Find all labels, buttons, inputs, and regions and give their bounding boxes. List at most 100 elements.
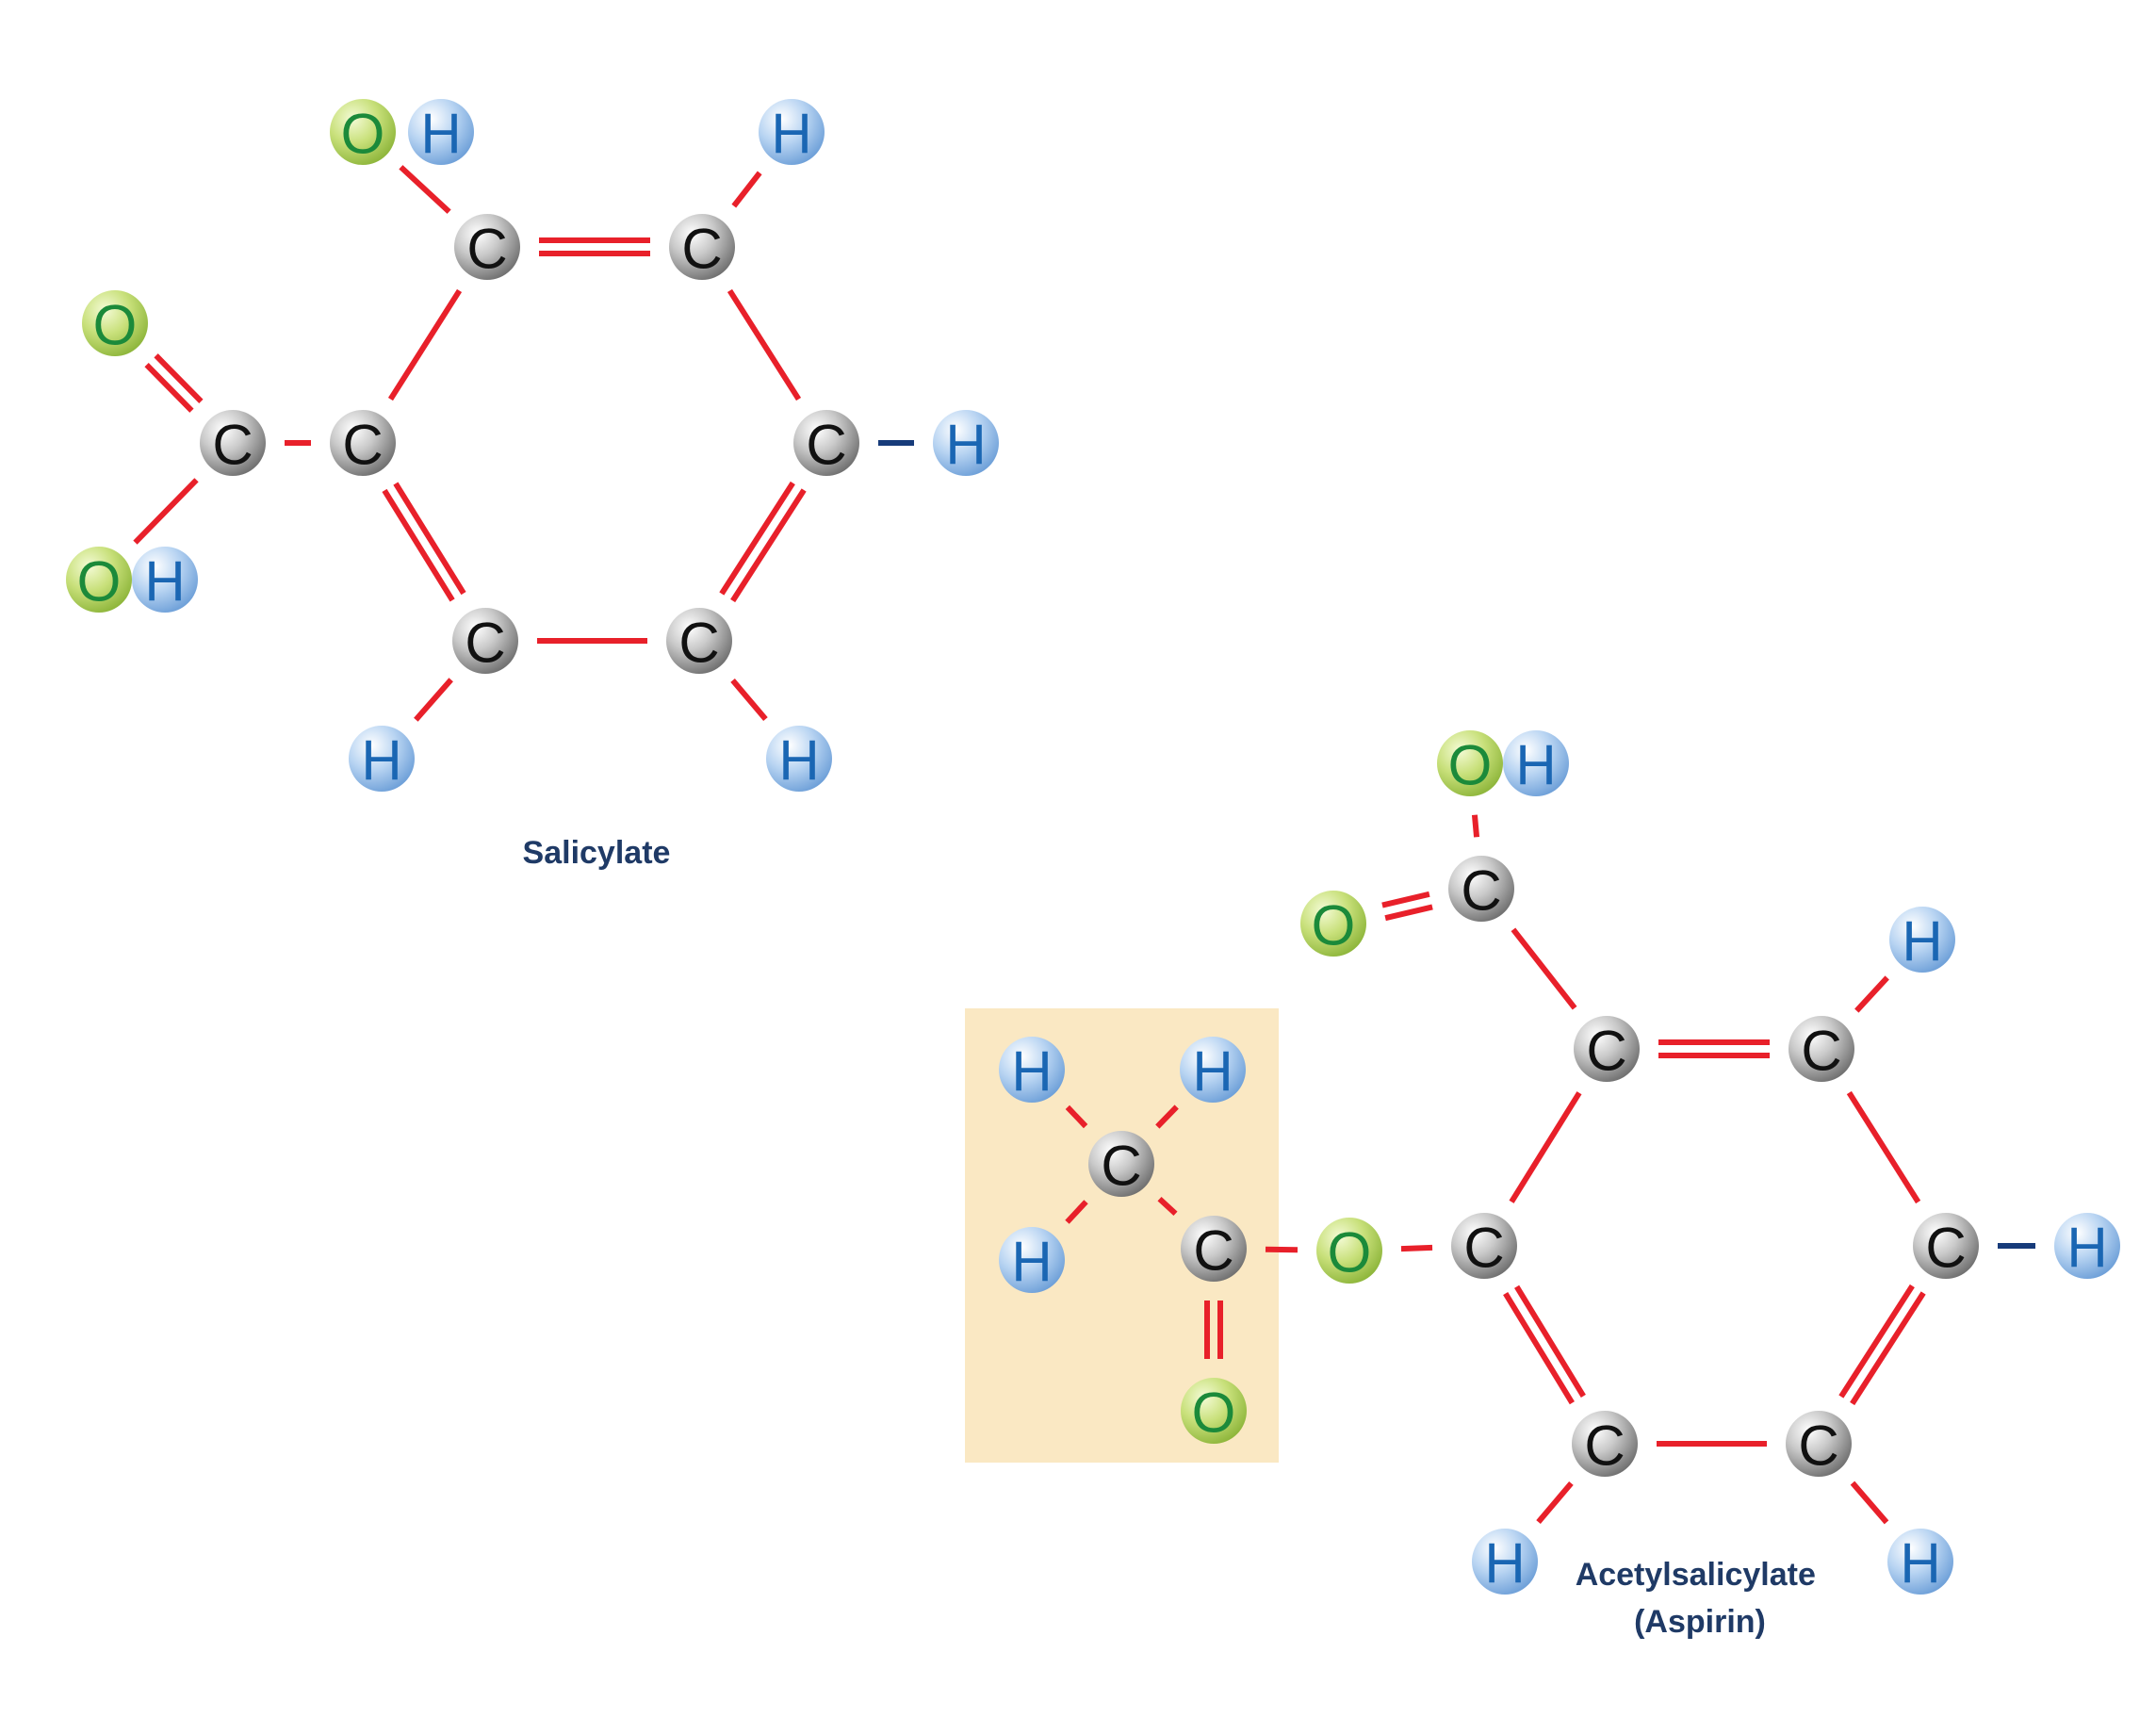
carbon-sphere [200, 410, 266, 476]
salicylate-atom-hydrogen-h5: H [933, 410, 999, 477]
salicylate-atom-hydrogen-h3: H [408, 99, 474, 166]
carbon-label: C [1193, 1219, 1233, 1283]
acetylsalicylate-bond-c5-c6-double-b [1503, 1292, 1575, 1405]
carbon-label: C [465, 612, 505, 675]
oxygen-label: O [1328, 1221, 1372, 1284]
oxygen-label: O [341, 103, 385, 166]
hydrogen-sphere [766, 726, 832, 792]
salicylate-bond-c5-c6-double-a [393, 482, 466, 596]
carbon-sphere [452, 608, 518, 674]
salicylate-bond-cc-o2 [133, 478, 199, 545]
hydrogen-sphere [1180, 1037, 1246, 1103]
acetylsalicylate-bond-c6-oe [1400, 1244, 1433, 1252]
hydrogen-label: H [1902, 910, 1942, 973]
carbon-label: C [1461, 859, 1501, 923]
carbon-label: C [1101, 1135, 1141, 1198]
acetylsalicylate-atom-hydrogen-h7: H [1472, 1529, 1538, 1595]
salicylate-atom-carbon-cc: C [200, 410, 266, 477]
salicylate-atom-carbon-c5: C [452, 608, 518, 675]
acetylsalicylate-bond-cc-o1-double-b [1384, 904, 1433, 922]
salicylate-bond-c3-c4-double-a [719, 481, 795, 596]
acetylsalicylate-bond-cc-o1-double-a [1381, 891, 1430, 908]
acetylsalicylate-atom-carbon-c3: C [1913, 1213, 1979, 1280]
carbon-sphere [330, 410, 396, 476]
salicylate-bond-cc-o1-double-a [154, 353, 204, 403]
carbon-sphere [1451, 1213, 1517, 1279]
aspirin-caption-line-2: (Aspirin) [1634, 1604, 1766, 1640]
oxygen-label: O [93, 294, 138, 357]
hydrogen-sphere [408, 99, 474, 165]
carbon-sphere [793, 410, 859, 476]
acetylsalicylate-atom-oxygen-oa: O [1181, 1378, 1247, 1445]
acetylsalicylate-atom-hydrogen-hm3: H [999, 1227, 1065, 1294]
oxygen-sphere [1181, 1378, 1247, 1444]
carbon-label: C [681, 218, 722, 281]
carbon-sphere [1574, 1016, 1640, 1082]
salicylate-atom-oxygen-o1: O [82, 290, 148, 357]
carbon-label: C [1798, 1415, 1838, 1478]
salicylate-bond-c1-o3 [399, 165, 451, 214]
oxygen-sphere [1437, 730, 1503, 796]
salicylate-bond-c2-h4 [731, 171, 762, 208]
aspirin-caption-line-1: Acetylsalicylate [1576, 1557, 1816, 1593]
carbon-label: C [1584, 1415, 1625, 1478]
acetylsalicylate-bond-c3-c4-double-b [1850, 1291, 1926, 1406]
acetylsalicylate-bond-c2-c3 [1846, 1090, 1921, 1204]
hydrogen-label: H [945, 414, 986, 477]
salicylate-atom-oxygen-o3: O [330, 99, 396, 166]
oxygen-sphere [1300, 891, 1366, 957]
carbon-sphere [1088, 1131, 1154, 1197]
acetylsalicylate-atom-oxygen-o2: O [1437, 730, 1503, 797]
acetylsalicylate-atom-hydrogen-h4: H [1889, 907, 1955, 973]
salicylate-bond-cc-o1-double-b [144, 363, 194, 413]
hydrogen-label: H [420, 103, 461, 166]
acetylsalicylate-atom-carbon-ca: C [1181, 1216, 1247, 1283]
hydrogen-label: H [778, 729, 819, 793]
carbon-label: C [466, 218, 507, 281]
hydrogen-label: H [361, 729, 401, 793]
acetylsalicylate-atom-oxygen-o1: O [1300, 891, 1366, 957]
hydrogen-sphere [1887, 1529, 1953, 1595]
salicylate-atom-hydrogen-h4: H [759, 99, 825, 166]
acetylsalicylate-atom-hydrogen-hm1: H [999, 1037, 1065, 1104]
hydrogen-sphere [933, 410, 999, 476]
carbon-label: C [1463, 1217, 1504, 1280]
acetylsalicylate-bond-c1-cc [1511, 927, 1577, 1010]
oxygen-label: O [1312, 894, 1356, 957]
acetylsalicylate-bond-cm-hm1 [1065, 1104, 1088, 1129]
salicylate-atom-carbon-c4: C [666, 608, 732, 675]
salicylate-caption: Salicylate [523, 835, 671, 871]
carbon-label: C [806, 414, 846, 477]
hydrogen-sphere [132, 547, 198, 613]
carbon-label: C [212, 414, 253, 477]
acetylsalicylate-atom-carbon-c6: C [1451, 1213, 1517, 1280]
acetylsalicylate-atom-carbon-cm: C [1088, 1131, 1154, 1198]
acetylsalicylate-bond-c6-c1 [1509, 1091, 1582, 1203]
acetylsalicylate-atom-hydrogen-h5: H [2054, 1213, 2120, 1280]
acetylsalicylate-atom-oxygen-oe: O [1316, 1218, 1382, 1284]
hydrogen-label: H [1515, 734, 1556, 797]
hydrogen-sphere [349, 726, 415, 792]
salicylate-atom-oxygen-o2: O [66, 547, 132, 613]
oxygen-sphere [330, 99, 396, 165]
carbon-sphere [1786, 1411, 1852, 1477]
oxygen-sphere [66, 547, 132, 613]
hydrogen-sphere [759, 99, 825, 165]
carbon-sphere [1448, 856, 1514, 922]
oxygen-label: O [1448, 734, 1493, 797]
salicylate-atom-hydrogen-h2: H [132, 547, 198, 613]
hydrogen-label: H [2066, 1217, 2107, 1280]
salicylate-bond-c3-c4-double-b [730, 488, 807, 603]
carbon-label: C [342, 414, 383, 477]
acetylsalicylate-bond-cc-o2 [1471, 814, 1480, 838]
oxygen-label: O [77, 550, 122, 613]
hydrogen-label: H [771, 103, 811, 166]
oxygen-label: O [1192, 1382, 1236, 1445]
salicylate-atom-hydrogen-h7: H [349, 726, 415, 793]
acetylsalicylate-bond-cm-hm3 [1065, 1200, 1088, 1224]
hydrogen-sphere [1472, 1529, 1538, 1595]
carbon-sphere [1913, 1213, 1979, 1279]
acetylsalicylate-atom-hydrogen-hm2: H [1180, 1037, 1246, 1104]
